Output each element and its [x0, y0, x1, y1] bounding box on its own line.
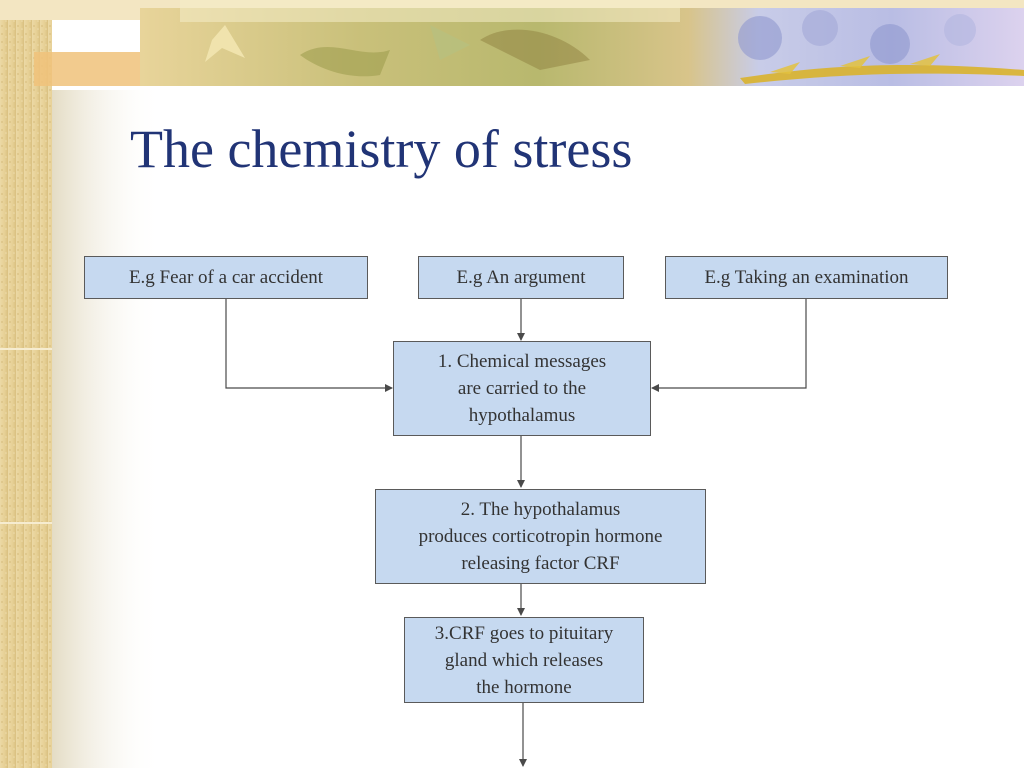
example-box-examination: E.g Taking an examination — [665, 256, 948, 299]
step-line: gland which releases — [444, 649, 604, 671]
step-box-1: 1. Chemical messages are carried to the … — [393, 341, 651, 436]
step-box-3: 3.CRF goes to pituitary gland which rele… — [404, 617, 644, 703]
step-line: 2. The hypothalamus — [460, 499, 621, 520]
step-line: 1. Chemical messages — [437, 351, 607, 372]
example-box-argument: E.g An argument — [418, 256, 624, 299]
example-label: E.g An argument — [456, 267, 586, 288]
step-line: produces corticotropin hormone — [418, 526, 663, 547]
connector-example-1-to-step-1 — [225, 299, 393, 392]
step-line: releasing factor CRF — [461, 553, 620, 574]
step-line: are carried to the — [457, 378, 587, 399]
step-line: 3.CRF goes to pituitary — [434, 622, 614, 644]
page-title: The chemistry of stress — [130, 119, 633, 179]
example-label: E.g Taking an examination — [704, 267, 909, 288]
step-line: hypothalamus — [468, 405, 576, 426]
example-label: E.g Fear of a car accident — [128, 267, 324, 288]
step-box-2: 2. The hypothalamus produces corticotrop… — [375, 489, 706, 584]
step-line: the hormone — [476, 676, 572, 698]
example-box-fear: E.g Fear of a car accident — [84, 256, 368, 299]
connector-example-3-to-step-1 — [651, 299, 807, 392]
